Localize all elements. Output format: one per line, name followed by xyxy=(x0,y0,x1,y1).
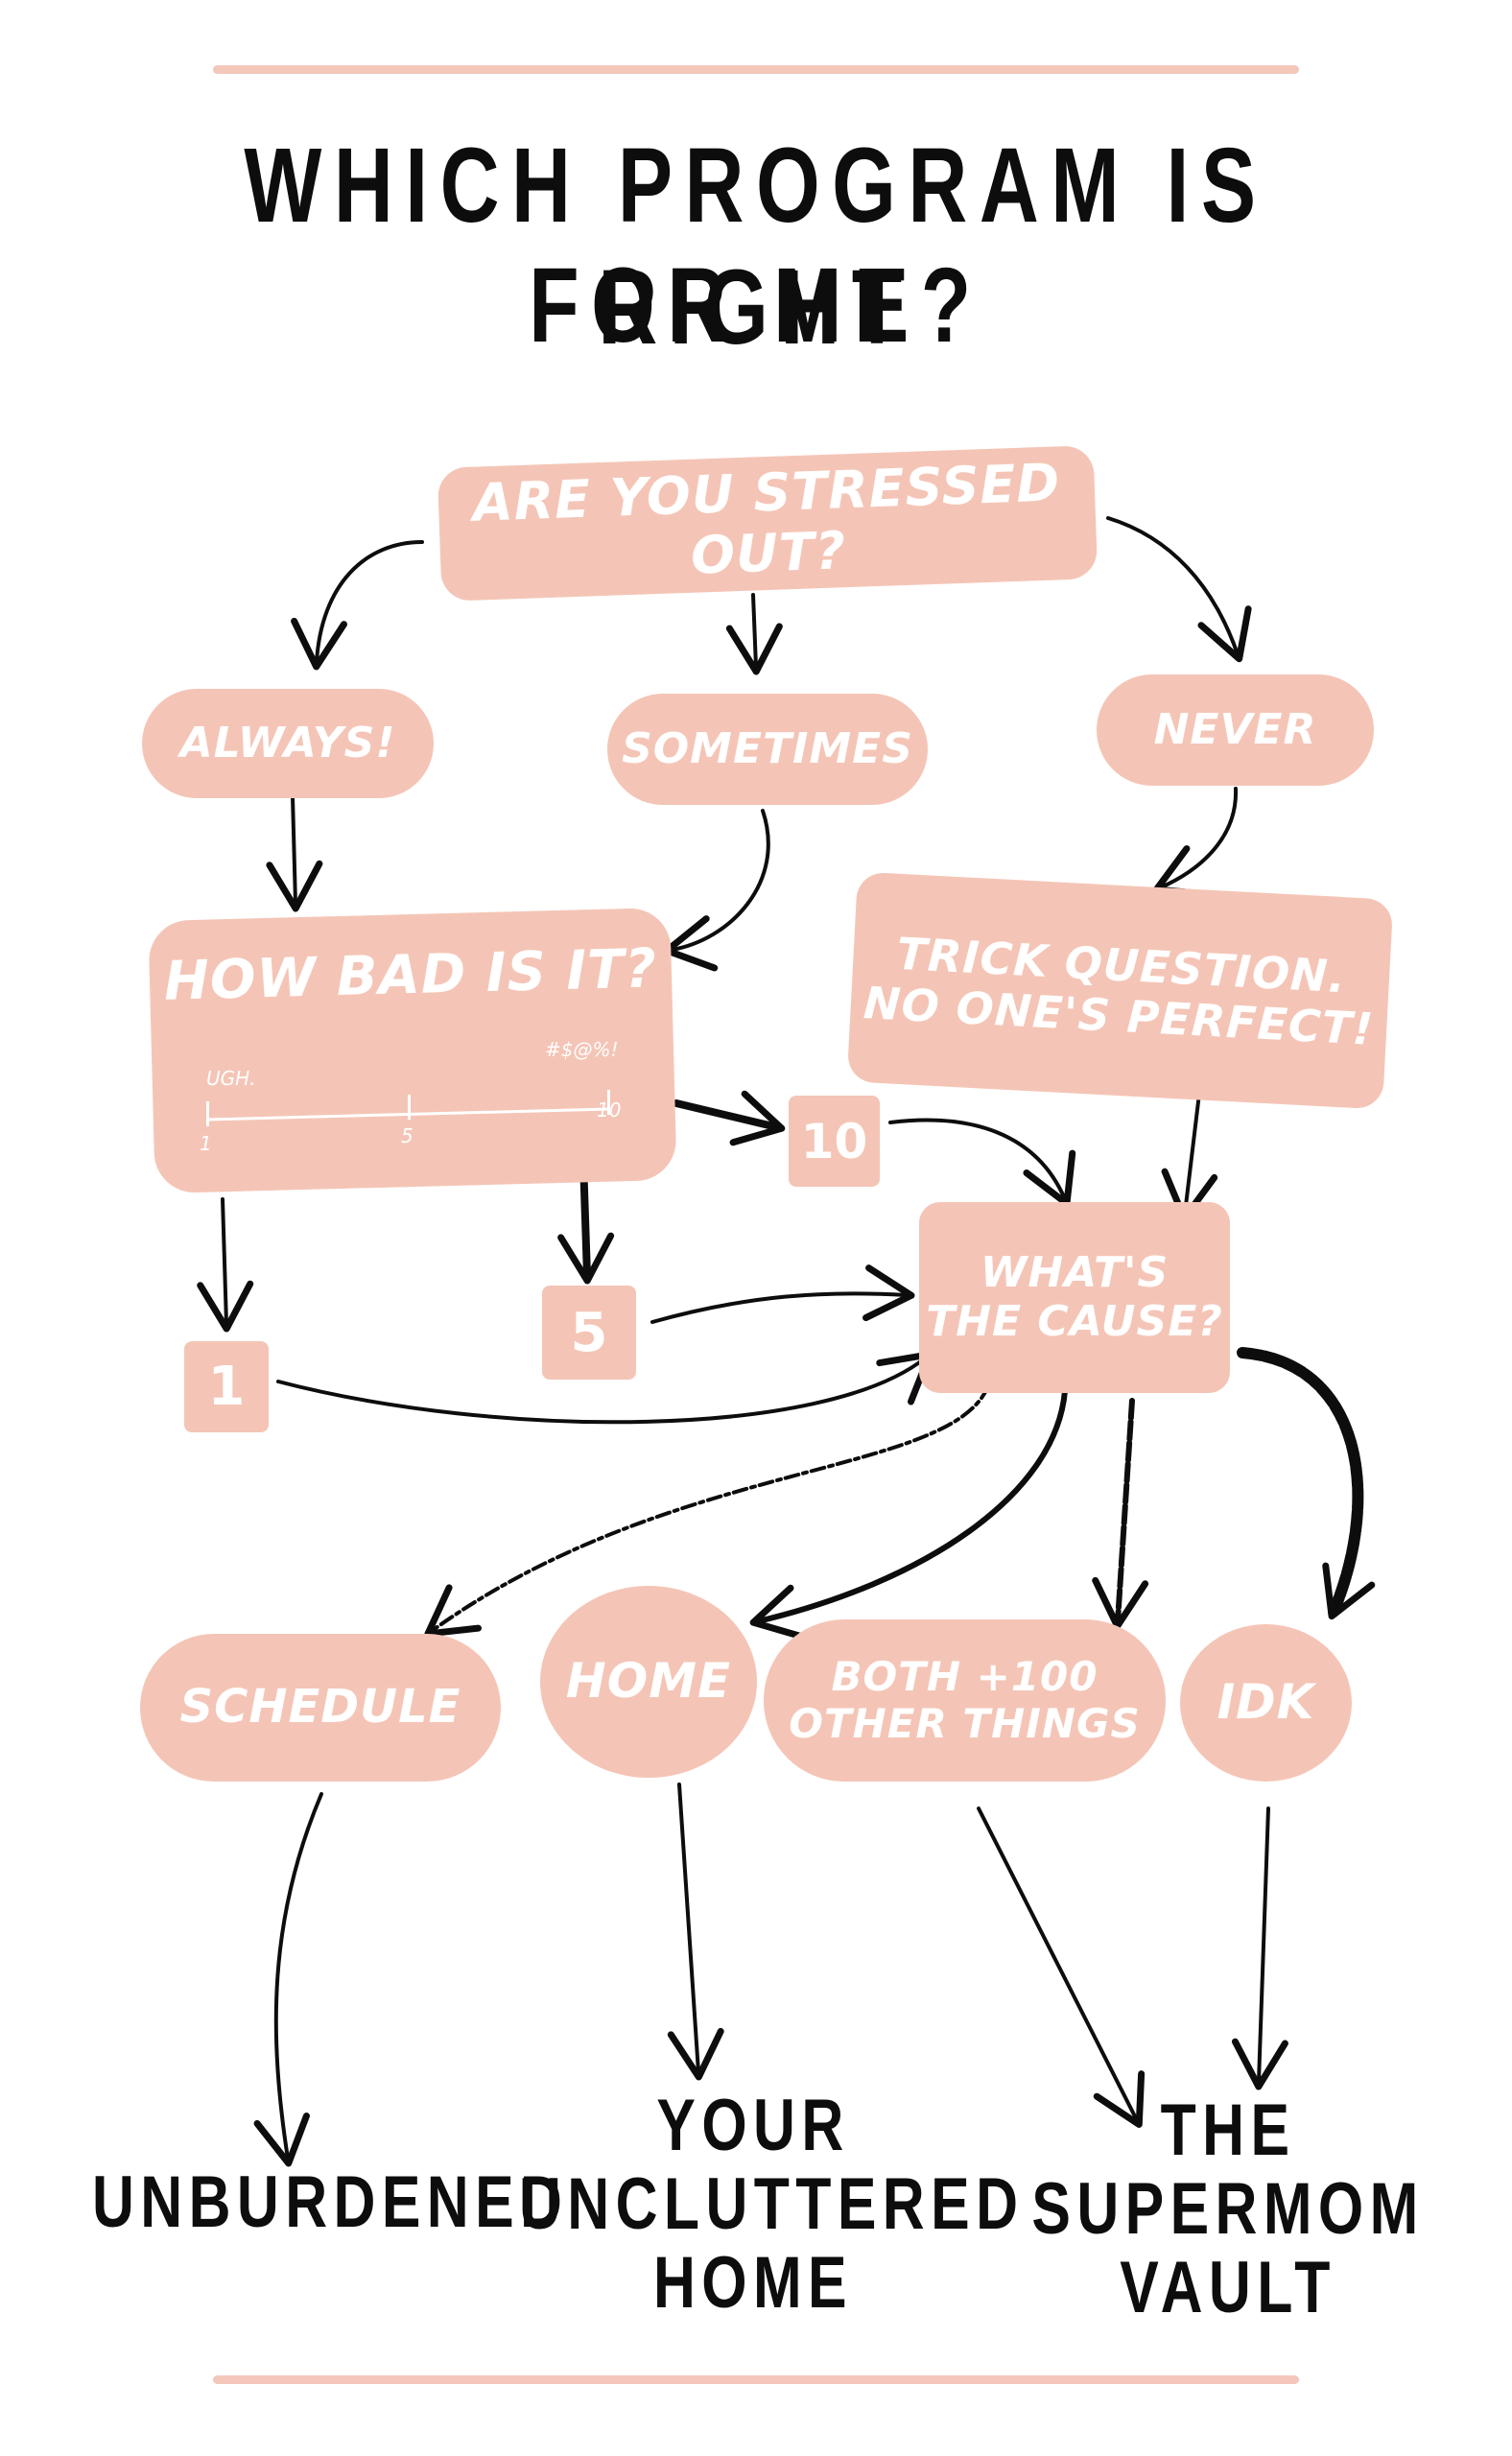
node-label: ALWAYS! xyxy=(179,718,396,768)
result-label: UNBURDENED xyxy=(92,2161,569,2243)
node-five: 5 xyxy=(542,1286,636,1380)
result-line-1: THE xyxy=(1160,2090,1296,2171)
result-line-1: YOUR xyxy=(656,2085,850,2166)
node-always: ALWAYS! xyxy=(144,691,432,796)
node-trick-question: TRICK QUESTION. NO ONE'S PERFECT! xyxy=(848,873,1392,1108)
node-label: IDK xyxy=(1217,1674,1315,1731)
arrow-idk-to-vault xyxy=(1231,1807,1288,2090)
node-label-line-1: BOTH +100 xyxy=(831,1653,1099,1701)
scale-tick-1 xyxy=(206,1101,209,1126)
node-schedule: SCHEDULE xyxy=(142,1636,499,1780)
node-label-line-2: THE CAUSE? xyxy=(926,1296,1223,1346)
node-ten: 10 xyxy=(789,1096,880,1187)
scale-tick-5-label: 5 xyxy=(401,1124,413,1147)
arrow-trick-to-cause xyxy=(1161,1092,1218,1222)
node-label: SCHEDULE xyxy=(179,1680,461,1735)
arrow-how-bad-to-10 xyxy=(673,1090,786,1146)
result-your-uncluttered-home: YOUR UNCLUTTERED HOME xyxy=(519,2085,1025,2324)
scale-tick-1-label: 1 xyxy=(200,1132,212,1155)
arrow-start-to-never xyxy=(1106,516,1252,663)
scale-high-label: #$@%! xyxy=(545,1038,619,1061)
node-are-you-stressed: ARE YOU STRESSED OUT? xyxy=(438,447,1097,600)
scale-low-label: UGH. xyxy=(206,1067,256,1090)
arrow-start-to-always xyxy=(291,540,424,671)
node-label: SOMETIMES xyxy=(622,723,913,773)
arrow-cause-to-idk xyxy=(1237,1347,1376,1620)
node-label: NEVER xyxy=(1153,704,1317,754)
arrow-cause-to-schedule xyxy=(424,1384,990,1638)
result-unburdened: UNBURDENED xyxy=(92,2163,562,2242)
arrow-how-bad-to-1 xyxy=(197,1197,254,1333)
arrow-cause-to-home xyxy=(749,1388,1068,1641)
top-rule xyxy=(213,65,1299,74)
result-line-2: UNCLUTTERED xyxy=(519,2163,1025,2245)
node-label: HOME xyxy=(565,1653,732,1710)
scale-tick-10-label: 10 xyxy=(597,1098,622,1122)
node-whats-the-cause: WHAT'S THE CAUSE? xyxy=(921,1204,1228,1391)
arrow-cause-to-both xyxy=(1092,1398,1149,1630)
node-label-line-1: WHAT'S xyxy=(980,1247,1169,1297)
node-label-line-2: OTHER THINGS xyxy=(789,1699,1141,1747)
arrow-never-to-trick xyxy=(1152,787,1239,898)
result-line-3: HOME xyxy=(653,2242,853,2324)
arrow-1-to-cause xyxy=(276,1351,933,1425)
node-sometimes: SOMETIMES xyxy=(609,696,926,803)
node-label: ARE YOU STRESSED OUT? xyxy=(471,452,1062,586)
node-idk: IDK xyxy=(1182,1626,1350,1780)
arrow-always-to-how-bad xyxy=(266,794,323,912)
arrow-10-to-cause xyxy=(888,1118,1076,1208)
bottom-rule xyxy=(213,2375,1299,2384)
arrow-5-to-cause xyxy=(650,1264,915,1324)
arrow-both-to-vault xyxy=(977,1807,1146,2128)
result-line-3: VAULT xyxy=(1120,2247,1336,2328)
node-never: NEVER xyxy=(1099,676,1372,784)
arrow-schedule-to-unburdened xyxy=(253,1792,323,2167)
node-one: 1 xyxy=(184,1341,269,1432)
scale-tick-10 xyxy=(607,1090,610,1115)
arrow-start-to-sometimes xyxy=(725,593,783,675)
node-home: HOME xyxy=(542,1588,755,1776)
result-supermom-vault: THE SUPERMOM VAULT xyxy=(1021,2091,1435,2327)
arrow-home-to-uncluttered xyxy=(667,1783,724,2081)
scale-tick-5 xyxy=(408,1095,411,1120)
arrow-sometimes-to-how-bad xyxy=(663,809,770,972)
page-title-line-1: WHICH PROGRAM IS RIGHT xyxy=(244,127,1268,366)
node-both-other-things: BOTH +100 OTHER THINGS xyxy=(766,1621,1164,1780)
page-title-line-2: FOR ME? xyxy=(529,247,983,365)
result-line-2: SUPERMOM xyxy=(1031,2168,1425,2250)
node-label: HOW BAD IS IT? xyxy=(163,937,658,1013)
